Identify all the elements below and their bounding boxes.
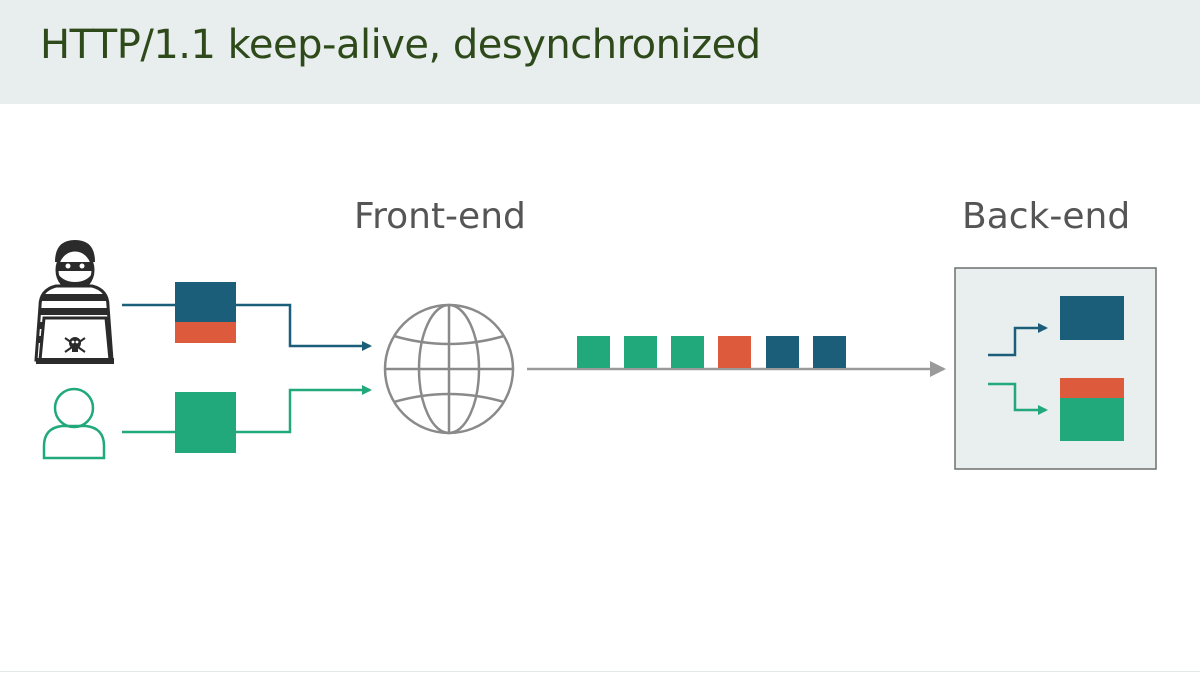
hacker-icon: [34, 240, 114, 364]
frontend-label: Front-end: [354, 196, 526, 237]
backend-victim-arrow: [988, 382, 1048, 415]
globe-icon: [383, 303, 515, 435]
backend-label: Back-end: [962, 196, 1131, 237]
victim-request-block: [175, 392, 236, 453]
backend-victim-block: [1060, 398, 1124, 441]
queue-block-attacker: [766, 336, 799, 368]
title-bar: HTTP/1.1 keep-alive, desynchronized: [0, 0, 1200, 104]
victim-request-arrow: [122, 385, 372, 434]
backend-smuggled-prefix-block: [1060, 378, 1124, 398]
queue-block-victim: [671, 336, 704, 368]
queue-block-victim: [577, 336, 610, 368]
backend-attacker-arrow: [988, 323, 1048, 357]
attacker-request-arrow: [122, 303, 372, 351]
user-icon: [42, 387, 106, 460]
bottom-divider: [0, 671, 1200, 672]
attacker-request-block: [175, 282, 236, 322]
smuggled-prefix-block: [175, 322, 236, 343]
queue-block-victim: [624, 336, 657, 368]
queue-block-attacker: [813, 336, 846, 368]
queue-block-smuggled: [718, 336, 751, 368]
backend-box: [954, 267, 1157, 470]
backend-attacker-block: [1060, 296, 1124, 340]
slide-title: HTTP/1.1 keep-alive, desynchronized: [40, 22, 761, 68]
